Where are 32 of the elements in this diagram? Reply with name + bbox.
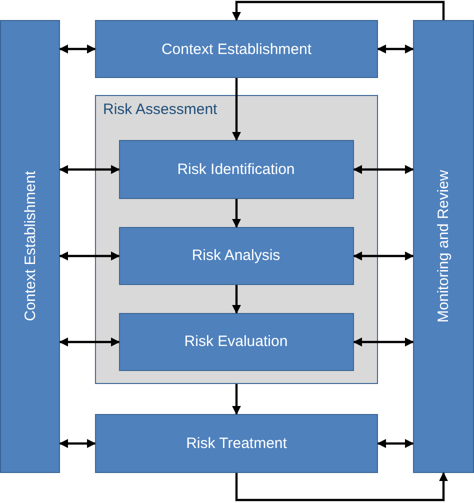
- box-label: Monitoring and Review: [435, 170, 452, 323]
- box-label: Context Establishment: [161, 40, 312, 58]
- arrow: [59, 439, 96, 448]
- arrow: [59, 165, 120, 174]
- process-box: [118, 226, 354, 284]
- box-label: Risk Treatment: [186, 435, 287, 452]
- arrow: [232, 0, 445, 21]
- process-box: [118, 140, 354, 198]
- arrow: [353, 338, 414, 346]
- group-title: Risk Assessment: [103, 101, 218, 118]
- arrow: [59, 338, 120, 346]
- process-box: [95, 414, 378, 473]
- box-label: Context Establishment: [22, 171, 38, 322]
- arrow: [232, 78, 241, 141]
- arrow: [59, 252, 120, 260]
- process-box: [95, 20, 378, 78]
- process-box: [118, 312, 354, 370]
- arrow: [235, 472, 448, 502]
- arrow: [353, 165, 414, 174]
- box-label: Risk Analysis: [192, 247, 280, 264]
- arrow: [232, 384, 241, 415]
- arrow: [232, 285, 241, 314]
- arrow: [59, 44, 96, 54]
- arrow: [377, 44, 414, 54]
- arrow: [377, 439, 414, 448]
- box-label: Risk Identification: [177, 160, 295, 178]
- arrow: [353, 252, 414, 260]
- process-column: [413, 20, 474, 473]
- group-container: [95, 95, 378, 384]
- process-column: [0, 20, 60, 473]
- arrow: [232, 199, 241, 228]
- box-label: Risk Evaluation: [184, 333, 288, 350]
